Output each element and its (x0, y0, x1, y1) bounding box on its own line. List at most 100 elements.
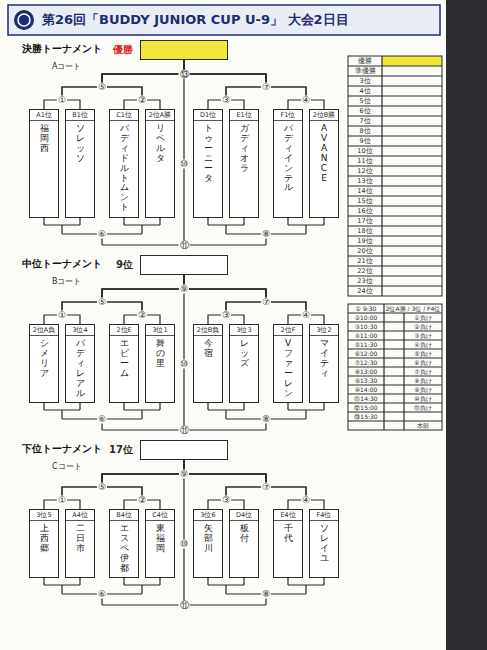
seed-label: 2位B負 (194, 325, 222, 336)
bracket-line (305, 585, 306, 594)
table-cell: 3位 (349, 76, 381, 86)
match-number: ⑪ (179, 426, 190, 435)
team-name: マイティ (320, 339, 329, 379)
seed-label: 3位6 (194, 510, 222, 521)
bracket-line (159, 218, 160, 225)
table-rule (403, 313, 404, 430)
table-cell: 12位 (349, 166, 381, 176)
table-cell: ⑪14:30 (349, 394, 383, 403)
match-number: ② (137, 496, 147, 505)
table-cell: ③10:30 (349, 322, 383, 331)
title-text: 第26回「BUDDY JUNIOR CUP U-9」 大会2日目 (42, 5, 349, 35)
table-cell: 19位 (349, 236, 381, 246)
bracket-connector (184, 60, 266, 109)
table-rule (348, 245, 442, 246)
team-box: F1位バディインテル (273, 109, 303, 218)
bracket-connector (184, 60, 324, 109)
bracket-line (305, 225, 306, 234)
seed-label: 2位F (274, 325, 302, 336)
team-box: 3位2マイティ (309, 324, 339, 403)
table-cell: ⑦12:30 (349, 358, 383, 367)
bracket-line (305, 410, 306, 419)
table-cell: 24位 (349, 286, 381, 296)
seed-label: C4位 (146, 510, 174, 521)
section-heading: 決勝トーナメント (22, 43, 102, 55)
match-number: ⑧ (261, 415, 271, 424)
bracket-line (243, 218, 244, 225)
bracket-line (141, 585, 142, 594)
table-cell: ⑩14:00 (349, 385, 383, 394)
table-cell: ⑦負け (405, 367, 441, 376)
team-name: 福岡西 (40, 124, 49, 154)
table-rule (348, 125, 442, 126)
match-number: ⑩ (179, 159, 189, 168)
match-number: ⑨ (179, 470, 189, 479)
team-name: 矢部川 (204, 524, 213, 554)
table-rule (348, 321, 442, 322)
table-cell: ⑥12:00 (349, 349, 383, 358)
bracket-connector (102, 275, 184, 324)
bracket-connector (102, 60, 184, 109)
bracket-connector (184, 275, 306, 324)
table-rule (348, 420, 442, 421)
seed-label: B1位 (66, 110, 94, 121)
table-cell: ③負け (405, 331, 441, 340)
table-cell: 22位 (349, 266, 381, 276)
table-rule (381, 56, 382, 296)
bracket-line (61, 225, 62, 234)
match-number: ⑤ (97, 83, 107, 92)
table-rule (348, 165, 442, 166)
table-rule (348, 330, 442, 331)
seed-label: F4位 (310, 510, 338, 521)
team-box: C4位東福岡 (145, 509, 175, 578)
table-cell: 9位 (349, 136, 381, 146)
table-cell: ⑫15:00 (349, 403, 383, 412)
table-cell: ④負け (405, 340, 441, 349)
team-name: ソレッソ (76, 124, 85, 164)
table-rule (348, 402, 442, 403)
table-rule (348, 205, 442, 206)
bracket-line (207, 578, 208, 585)
seed-label: F1位 (274, 110, 302, 121)
table-rule (348, 357, 442, 358)
match-number: ② (137, 311, 147, 320)
team-name: ガディオラ (240, 124, 249, 173)
bracket-line (225, 585, 226, 594)
table-rule (348, 393, 442, 394)
table-cell: 10位 (349, 146, 381, 156)
bracket-connector (44, 275, 184, 324)
team-name: 東福岡 (156, 524, 165, 554)
match-number: ③ (221, 96, 231, 105)
table-rule (348, 225, 442, 226)
table-cell: 17位 (349, 216, 381, 226)
seed-label: B4位 (110, 510, 138, 521)
seed-label: 3位4 (66, 325, 94, 336)
bracket-connector (44, 60, 184, 109)
table-rule (348, 115, 442, 116)
bracket-connector (102, 460, 184, 509)
team-name: 板付 (240, 524, 249, 544)
court-label: Cコート (52, 462, 82, 472)
result-box: 9位 (140, 255, 228, 275)
team-box: D1位トゥーニータ (193, 109, 223, 218)
table-rule (348, 339, 442, 340)
table-rule (348, 215, 442, 216)
seed-label: 2位B勝 (310, 110, 338, 121)
table-cell: ②負け (405, 322, 441, 331)
table-rule (348, 375, 442, 376)
seed-label: 2位E (110, 325, 138, 336)
team-name: リベルタ (156, 124, 165, 164)
table-rule (348, 255, 442, 256)
team-name: AVANCE (320, 124, 329, 183)
bracket-connector (184, 275, 324, 324)
table-rule (348, 155, 442, 156)
table-rule (348, 145, 442, 146)
table-cell: 準優勝 (349, 66, 381, 76)
team-box: 2位A負シメリア (29, 324, 59, 403)
table-rule (348, 348, 442, 349)
table-cell: ⑨負け (405, 385, 441, 394)
match-number: ① (57, 311, 67, 320)
court-label: Aコート (52, 62, 81, 72)
team-box: E4位千代 (273, 509, 303, 578)
bracket-connector (184, 275, 266, 324)
